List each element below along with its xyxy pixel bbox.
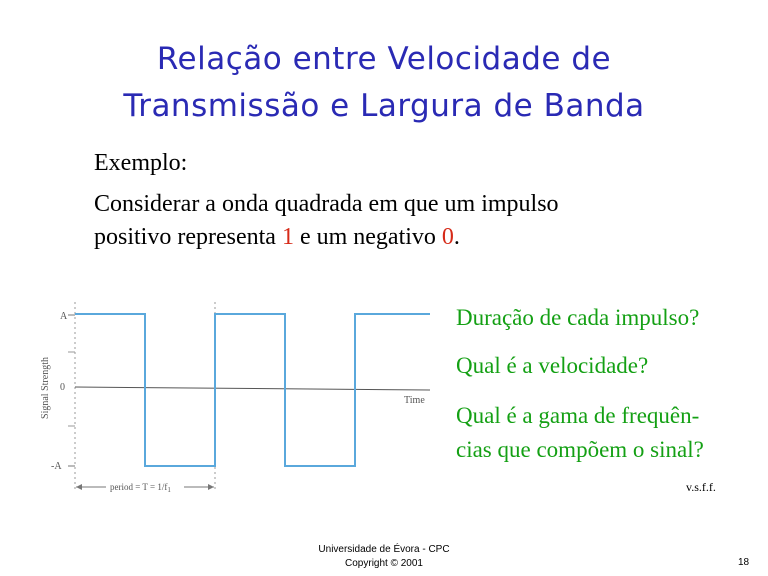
continue-note: v.s.f.f. <box>686 480 716 494</box>
square-wave-diagram: Signal Strength A 0 -A Time period = T =… <box>40 302 431 494</box>
level-label-low: -A <box>51 461 62 472</box>
example-heading: Exemplo: <box>94 150 188 176</box>
slide-title: Relação entre Velocidade de Transmissão … <box>0 36 768 130</box>
x-axis-label: Time <box>404 395 425 406</box>
title-line-2: Transmissão e Largura de Banda <box>123 88 645 124</box>
example-text-part: . <box>453 224 460 250</box>
question-pulse-duration: Duração de cada impulso? <box>456 305 700 330</box>
footer-institution: Universidade de Évora - CPC <box>318 544 450 555</box>
page-number: 18 <box>738 557 750 568</box>
title-line-1: Relação entre Velocidade de <box>156 41 612 77</box>
square-wave <box>75 313 430 467</box>
value-one: 1 <box>281 224 294 250</box>
period-label: period = T = 1/f1 <box>110 482 171 494</box>
example-text-part: positivo representa <box>94 224 282 250</box>
y-axis-label: Signal Strength <box>40 357 51 419</box>
question-frequency-range-line-2: cias que compõem o sinal? <box>456 437 704 462</box>
question-frequency-range-line-1: Qual é a gama de frequên- <box>456 403 700 428</box>
level-label-zero: 0 <box>60 382 65 393</box>
example-text-part: e um negativo <box>293 224 442 250</box>
question-speed: Qual é a velocidade? <box>456 353 649 378</box>
level-label-high: A <box>60 311 68 322</box>
example-text-line-2: positivo representa 1 e um negativo 0. <box>94 222 460 253</box>
footer-copyright: Copyright © 2001 <box>345 558 423 569</box>
value-zero: 0 <box>441 224 454 250</box>
period-label-subscript: 1 <box>167 486 171 494</box>
period-arrow-head-right <box>208 484 214 490</box>
example-text-line-1: Considerar a onda quadrada em que um imp… <box>94 191 559 217</box>
time-axis <box>74 386 431 391</box>
period-arrow-head-left <box>76 484 82 490</box>
period-label-text: period = T = 1/f <box>110 482 167 492</box>
footer: Universidade de Évora - CPC Copyright © … <box>284 543 484 571</box>
